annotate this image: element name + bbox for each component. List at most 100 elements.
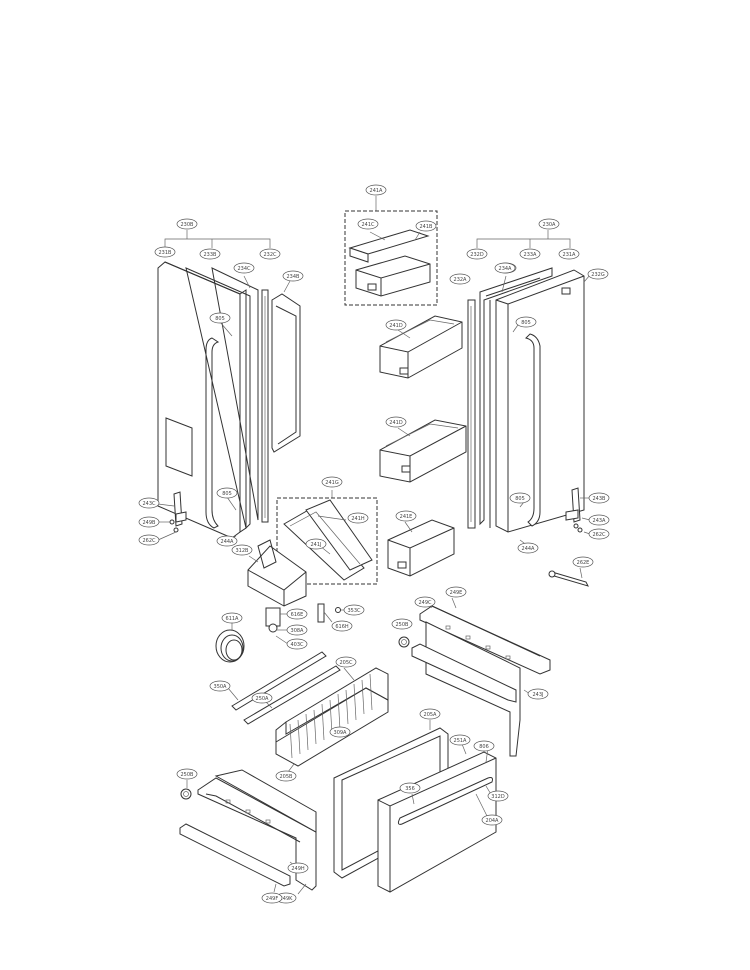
callout-text: 230B xyxy=(181,222,195,228)
callout-oval xyxy=(527,688,549,700)
callout-205b: 205B xyxy=(275,770,297,782)
callout-243j: 243J xyxy=(527,688,549,700)
callout-text: 231B xyxy=(159,250,173,256)
callout-805-l: 805 xyxy=(209,312,231,324)
callout-text: 244A xyxy=(522,546,536,552)
callout-text: 249E xyxy=(450,590,463,596)
callout-243c: 243C xyxy=(138,497,160,509)
callout-oval xyxy=(517,542,539,554)
callout-244a-l: 244A xyxy=(216,535,238,547)
callout-231b: 231B xyxy=(154,246,176,258)
callout-262e: 262E xyxy=(572,556,594,568)
callout-text: 249H xyxy=(291,866,305,872)
callout-204a: 204A xyxy=(481,814,503,826)
callout-oval xyxy=(343,604,365,616)
callout-text: 241E xyxy=(400,514,413,520)
callout-oval xyxy=(176,768,198,780)
callout-text: 250B xyxy=(181,772,195,778)
callout-text: 249F xyxy=(266,896,279,902)
callout-text: 241J xyxy=(310,542,321,548)
cap-250B-right xyxy=(398,636,410,648)
water-hose-coil-611A xyxy=(215,622,245,663)
callout-233a: 233A xyxy=(519,248,541,260)
callout-oval xyxy=(445,586,467,598)
callout-243b: 243B xyxy=(588,492,610,504)
callout-text: 233A xyxy=(524,252,538,258)
callout-text: 805 xyxy=(222,491,232,497)
callout-250b-l: 250B xyxy=(176,768,198,780)
lower-drawer-frame xyxy=(179,769,317,895)
callout-text: 805 xyxy=(215,316,225,322)
callout-oval xyxy=(558,248,580,260)
callout-oval xyxy=(415,220,437,232)
callout-oval xyxy=(209,312,231,324)
callout-text: 312D xyxy=(491,794,505,800)
callout-oval xyxy=(414,596,436,608)
callout-oval xyxy=(286,638,308,650)
tray-312B xyxy=(247,539,307,607)
door-bin-assembly-241A xyxy=(344,196,438,306)
callout-oval xyxy=(509,492,531,504)
callout-oval xyxy=(466,248,488,260)
callout-text: 243B xyxy=(593,496,607,502)
callout-234b: 234B xyxy=(282,270,304,282)
callout-text: 234B xyxy=(287,274,301,280)
callout-oval xyxy=(385,319,407,331)
callout-353c: 353C xyxy=(343,604,365,616)
callout-text: 249K xyxy=(280,896,294,902)
callout-805-r: 805 xyxy=(515,316,537,328)
callout-243a: 243A xyxy=(588,514,610,526)
callout-230b: 230B xyxy=(176,218,198,230)
callout-oval xyxy=(216,487,238,499)
callout-oval xyxy=(261,892,283,904)
callout-text: 232D xyxy=(470,252,484,258)
water-fittings xyxy=(265,603,346,645)
callout-616e: 616E xyxy=(286,608,308,620)
callout-616h: 616H xyxy=(331,620,353,632)
callout-249b: 249B xyxy=(138,516,160,528)
callout-232c: 232C xyxy=(259,248,281,260)
callout-234a: 234A xyxy=(494,262,516,274)
callout-232g: 232G xyxy=(587,268,609,280)
callout-241j: 241J xyxy=(305,538,327,550)
callout-text: 805 xyxy=(515,496,525,502)
callout-249h: 249H xyxy=(287,862,309,874)
callout-oval xyxy=(449,273,471,285)
callout-oval xyxy=(335,656,357,668)
callout-oval xyxy=(331,620,353,632)
callout-oval xyxy=(515,316,537,328)
callout-249f: 249F xyxy=(261,892,283,904)
callout-text: 232A xyxy=(454,277,468,283)
callout-233b: 233B xyxy=(199,248,221,260)
callout-text: 403C xyxy=(290,642,304,648)
callout-text: 231A xyxy=(563,252,577,258)
callout-oval xyxy=(259,248,281,260)
callout-text: 205B xyxy=(280,774,294,780)
callout-oval xyxy=(481,814,503,826)
callout-241a: 241A xyxy=(365,184,387,196)
callout-oval xyxy=(275,770,297,782)
callout-text: 262E xyxy=(577,560,590,566)
callout-262c-r: 262C xyxy=(588,528,610,540)
callout-text: 249C xyxy=(418,600,432,606)
callout-241g: 241G xyxy=(321,476,343,488)
callout-text: 805 xyxy=(521,320,531,326)
callout-text: 350A xyxy=(214,684,228,690)
drawer-slide-assembly xyxy=(411,597,551,757)
callout-611a: 611A xyxy=(221,612,243,624)
callout-250a: 250A xyxy=(251,692,273,704)
callout-312d: 312D xyxy=(487,790,509,802)
callout-text: 243C xyxy=(142,501,156,507)
callout-oval xyxy=(357,218,379,230)
callout-text: 241C xyxy=(361,222,375,228)
callout-text: 232C xyxy=(263,252,277,258)
callout-241c: 241C xyxy=(357,218,379,230)
callout-text: 616E xyxy=(291,612,304,618)
callout-oval xyxy=(347,512,369,524)
callout-oval xyxy=(282,270,304,282)
callout-oval xyxy=(473,740,495,752)
callout-oval xyxy=(286,624,308,636)
callout-text: 234C xyxy=(237,266,251,272)
